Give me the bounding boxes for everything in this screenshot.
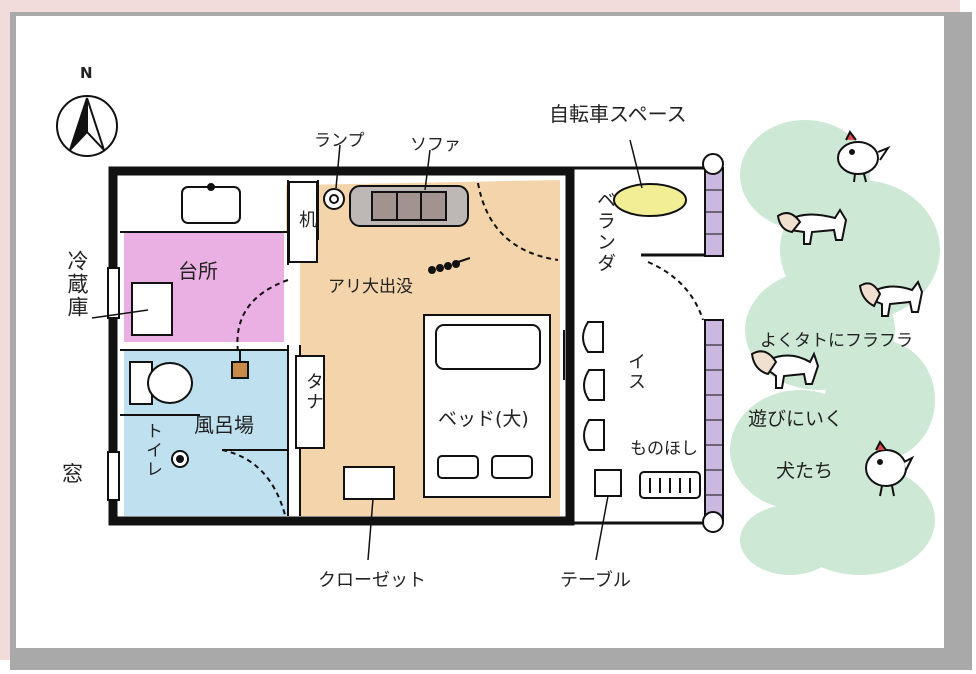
dog-icon [750, 350, 820, 389]
toilet-label: トイレ [142, 422, 162, 479]
fridge-label: 冷蔵庫 [65, 250, 89, 319]
bed-label: ベッド(大) [438, 408, 529, 430]
ant-icon [428, 257, 471, 274]
chair-label: イス [625, 352, 646, 392]
lamp-icon [323, 188, 345, 210]
bicycle-space [613, 183, 687, 217]
shelf [295, 355, 325, 449]
bicycle-space-label: 自転車スペース [549, 102, 687, 126]
walls [108, 166, 720, 526]
closet [343, 466, 395, 500]
veranda-railing [702, 153, 724, 533]
window-label: 窓 [62, 462, 83, 486]
chair-icon [582, 321, 605, 451]
compass-icon [56, 95, 118, 157]
chicken-icon [865, 440, 915, 497]
drain-icon [171, 450, 189, 468]
sink-icon [181, 183, 241, 224]
laundry-label: ものほし [630, 439, 698, 459]
sofa-leader [424, 149, 431, 191]
table [594, 469, 622, 497]
ant-label: アリ大出没 [328, 277, 413, 297]
north-label: N [80, 64, 93, 82]
dog-icon [858, 279, 924, 317]
closet-leader [367, 498, 374, 561]
lamp-leader [335, 144, 341, 189]
table-label: テーブル [560, 570, 631, 591]
shelf-label: タナ [303, 372, 324, 412]
desk-label: 机 [296, 210, 317, 230]
sofa-icon [349, 185, 469, 227]
dogs-caption-line3: 犬たち [776, 460, 834, 482]
table-leader [595, 495, 609, 561]
veranda-label: ベランダ [594, 190, 616, 274]
toilet-icon [129, 361, 193, 405]
fridge [131, 282, 173, 336]
lamp-label: ランプ [314, 131, 365, 151]
sofa-label: ソファ [410, 135, 461, 155]
bed-icon [423, 314, 551, 498]
chicken-icon [837, 130, 891, 183]
fridge-leader [91, 309, 149, 319]
dogs-caption-line1: よくタトにフラフラ [760, 331, 913, 351]
desk [288, 181, 318, 263]
dogs-caption-line2: 遊びにいく [748, 408, 844, 430]
bicycle-leader [629, 139, 643, 189]
bath-label: 風呂場 [194, 413, 254, 437]
kitchen-label: 台所 [178, 259, 218, 283]
dog-icon [776, 208, 848, 245]
shower-icon [231, 350, 249, 379]
laundry-rack-icon [639, 471, 701, 499]
windows [107, 267, 120, 501]
closet-label: クローゼット [318, 570, 426, 591]
